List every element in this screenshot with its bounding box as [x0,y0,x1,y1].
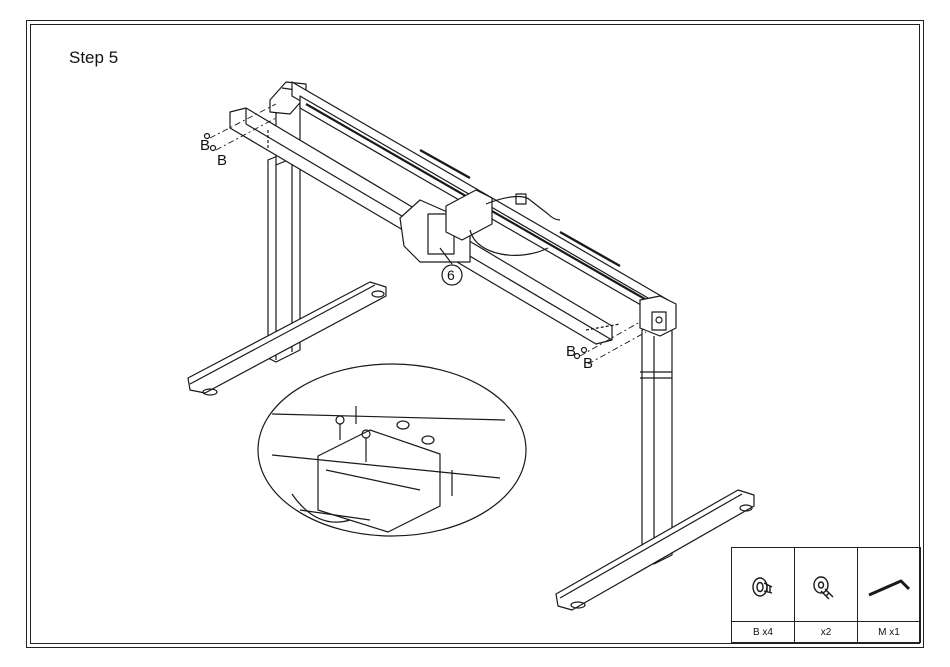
screw-label-b-2: B [217,152,227,169]
parts-table: B x4 x2 [731,547,921,643]
part-caption-hex-key: M x1 [858,621,920,642]
right-leg [640,296,676,564]
part-cell-hex-key: M x1 [858,548,920,642]
part-cell-screw-b: B x4 [732,548,795,642]
screw-label-b-1: B [200,137,210,154]
screw-label-b-3: B [566,343,576,360]
screw-icon [732,562,794,614]
hex-key-icon [858,562,920,614]
part-caption-screw-small: x2 [795,621,857,642]
screw-icon [795,562,857,614]
part-cell-screw-small: x2 [795,548,858,642]
part-caption-screw-b: B x4 [732,621,794,642]
detail-magnification [258,364,526,536]
part-number-label: 6 [447,267,455,283]
screw-label-b-4: B [583,355,593,372]
